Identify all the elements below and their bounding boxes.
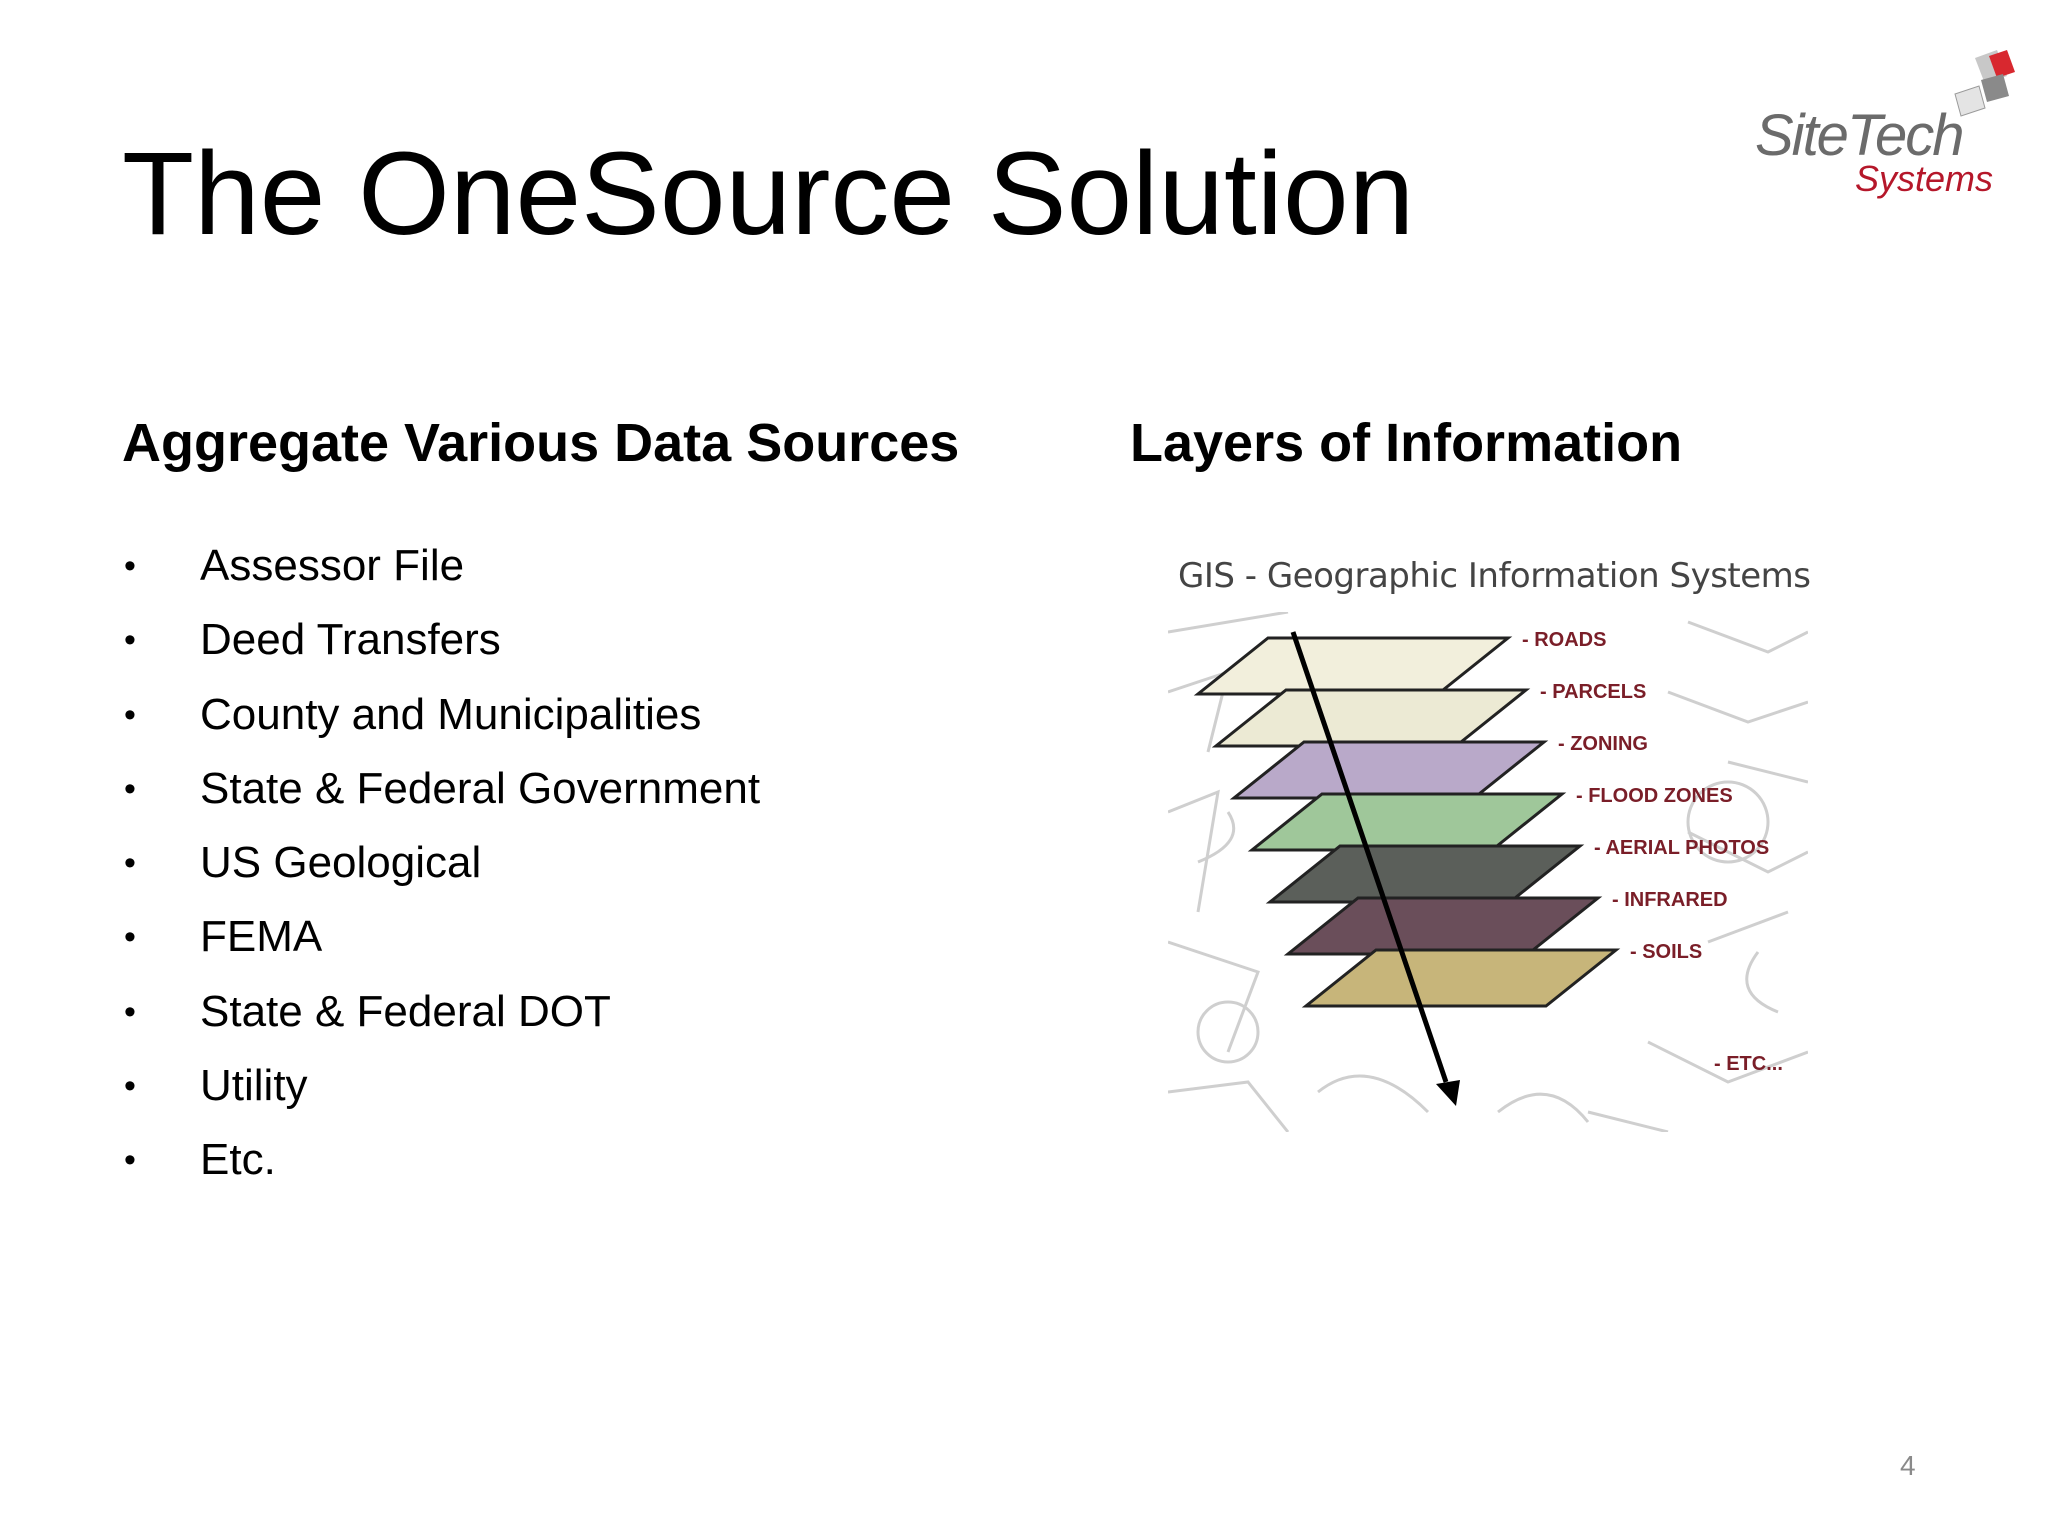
gis-layer-plane (1265, 844, 1585, 904)
layers-group: - ROADS - PARCELS - ZONING - FLOOD ZONES - A… (1193, 629, 1783, 1075)
bullet-icon: • (124, 1141, 136, 1180)
list-item-text: FEMA (200, 912, 323, 962)
gis-layer-plane (1283, 896, 1603, 956)
list-item: • Etc. (122, 1126, 760, 1200)
gis-layer-plane (1229, 740, 1549, 800)
list-item-text: Utility (200, 1061, 308, 1111)
bullet-icon: • (124, 621, 136, 660)
street-map-background (1168, 612, 1808, 1132)
gis-layer-plane (1211, 688, 1531, 748)
list-item: • County and Municipalities (122, 681, 760, 755)
gis-layer-label: - SOILS (1630, 941, 1702, 963)
gis-layer-label: - INFRARED (1612, 889, 1728, 911)
gis-layer-label: - PARCELS (1540, 681, 1646, 703)
list-item-text: Deed Transfers (200, 615, 501, 665)
list-item-text: Etc. (200, 1135, 276, 1185)
list-item: • FEMA (122, 903, 760, 977)
bullet-icon: • (124, 918, 136, 957)
bullet-icon: • (124, 695, 136, 734)
list-item-text: Assessor File (200, 541, 465, 590)
gis-layer-label: - AERIAL PHOTOS (1594, 837, 1769, 859)
logo-subtitle: Systems (1855, 158, 1994, 199)
down-arrow-icon (1290, 631, 1460, 1106)
list-item: • Utility (122, 1052, 760, 1126)
bullet-icon: • (124, 547, 136, 585)
bullet-icon: • (124, 992, 136, 1031)
list-item: • State & Federal DOT (122, 978, 760, 1052)
gis-layers-figure: GIS - Geographic Information Systems - R… (1168, 548, 1811, 1132)
bullet-icon: • (124, 1067, 136, 1106)
gis-layer-stack: - ROADS - PARCELS - ZONING - FLOOD ZONES - A… (1168, 612, 1808, 1132)
gis-layer-plane (1301, 948, 1621, 1008)
list-item: • State & Federal Government (122, 755, 760, 829)
layers-heading: Layers of Information (1130, 413, 1683, 473)
bullet-icon: • (124, 844, 136, 883)
gis-layer-label: - ZONING (1558, 733, 1648, 755)
list-item-text: State & Federal DOT (200, 986, 611, 1036)
gis-layer-plane (1247, 792, 1567, 852)
bullet-icon: • (124, 769, 136, 808)
gis-layer-label: - FLOOD ZONES (1576, 785, 1733, 807)
gis-layer-label: - ETC... (1714, 1053, 1783, 1075)
gis-figure-title: GIS - Geographic Information Systems (1178, 556, 1811, 596)
gis-layer-plane (1193, 636, 1513, 696)
page-number: 4 (1900, 1450, 1916, 1481)
logo-mark-icon (1954, 50, 2015, 117)
list-item: • Deed Transfers (122, 606, 760, 680)
list-item-text: State & Federal Government (200, 763, 761, 813)
list-item-text: County and Municipalities (200, 689, 702, 739)
sitetech-logo: SiteTech Systems (1755, 50, 2015, 210)
list-item: • US Geological (122, 829, 760, 903)
data-sources-list: • Assessor File • Deed Transfers • County a… (122, 532, 760, 1201)
list-item-text: US Geological (200, 838, 482, 888)
gis-layer-label: - ROADS (1522, 629, 1606, 651)
data-sources-heading: Aggregate Various Data Sources (122, 413, 960, 473)
list-item: • Assessor File (122, 532, 760, 606)
slide-title: The OneSource Solution (122, 128, 1415, 260)
logo-wordmark: SiteTech (1755, 103, 1965, 168)
